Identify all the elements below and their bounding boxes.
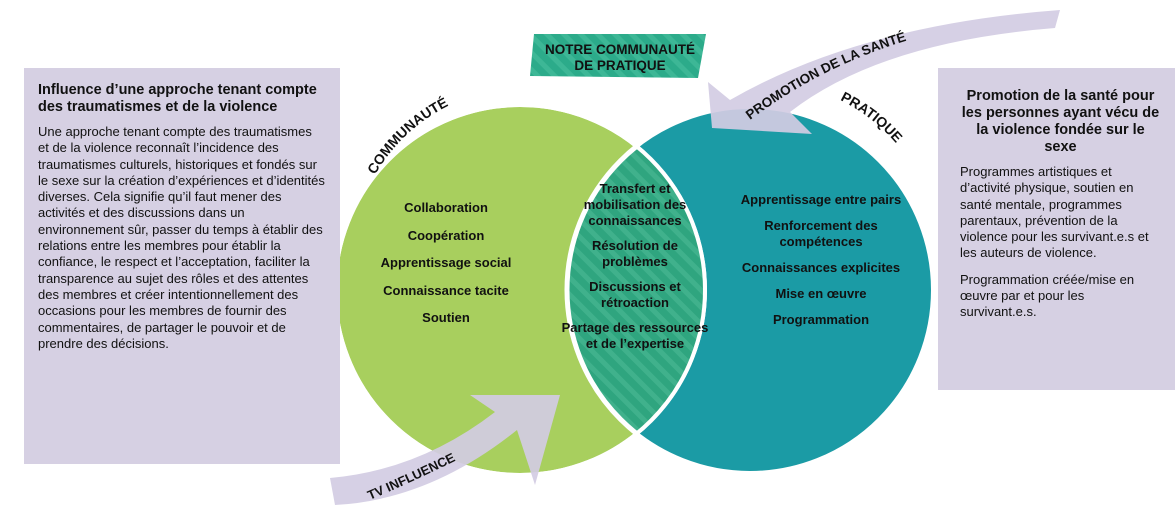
left-item: Apprentissage social <box>380 255 512 270</box>
health-promotion-box: Promotion de la santé pour les personnes… <box>938 68 1175 390</box>
center-banner <box>530 34 706 78</box>
right-item: Connaissances explicites <box>741 260 901 275</box>
left-box-body: Une approche tenant compte des traumatis… <box>38 124 325 351</box>
promotion-arrow <box>708 10 1060 134</box>
center-title-line2: DE PRATIQUE <box>574 58 666 73</box>
center-title: NOTRE COMMUNAUTÉ DE PRATIQUE <box>540 42 700 74</box>
middle-item: Discussions et rétroaction <box>589 279 681 310</box>
right-circle-items: Apprentissage entre pairs Renforcement d… <box>736 192 906 338</box>
left-item: Soutien <box>422 310 470 325</box>
center-title-line1: NOTRE COMMUNAUTÉ <box>545 42 695 57</box>
middle-items: Transfert et mobilisation des connaissan… <box>560 181 710 361</box>
right-box-title: Promotion de la santé pour les personnes… <box>961 88 1160 155</box>
middle-item: Partage des ressources et de l’expertise <box>561 320 709 351</box>
right-item: Mise en œuvre <box>775 286 867 301</box>
right-item: Programmation <box>772 312 870 327</box>
tv-influence-arrow <box>330 395 560 505</box>
right-item: Apprentissage entre pairs <box>740 192 902 207</box>
left-box-title: Influence d’une approche tenant compte d… <box>38 82 317 115</box>
trauma-violence-box: Influence d’une approche tenant compte d… <box>24 68 340 464</box>
right-box-body-1: Programmes artistiques et d’activité phy… <box>960 164 1149 261</box>
middle-item: Résolution de problèmes <box>592 238 678 269</box>
right-item: Renforcement des compétences <box>764 218 878 249</box>
middle-item: Transfert et mobilisation des connaissan… <box>583 181 687 228</box>
left-item: Collaboration <box>404 200 488 215</box>
overlap-region <box>564 105 705 475</box>
right-box-body-2: Programmation créée/mise en œuvre par et… <box>960 271 1135 320</box>
left-item: Coopération <box>407 227 485 243</box>
promotion-label: PROMOTION DE LA SANTÉ <box>743 29 908 122</box>
left-circle-items: Collaboration Coopération Apprentissage … <box>352 200 540 338</box>
left-item: Connaissance tacite <box>383 282 509 298</box>
